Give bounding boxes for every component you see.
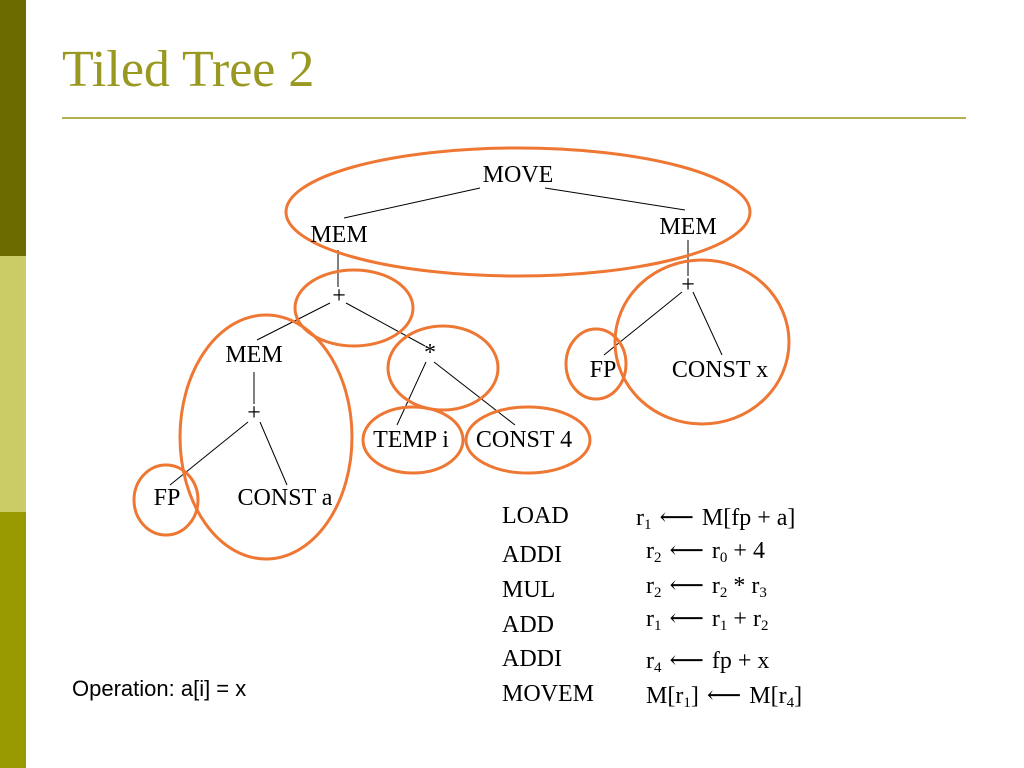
node-plus-inner: + [247, 400, 261, 426]
node-plus-left: + [332, 283, 346, 309]
asm-dest-sub: 1 [644, 517, 652, 533]
node-const-x: CONST x [672, 357, 768, 383]
asm-op-mul: MUL [502, 577, 556, 603]
tile-const4 [464, 405, 592, 475]
node-const-a: CONST a [238, 485, 333, 511]
sidebar-segment-middle [0, 256, 26, 512]
asm-dest-sub: 1 [683, 695, 691, 711]
node-mem-inner: MEM [225, 342, 282, 368]
asm-dest-close: ] [690, 683, 699, 709]
tile-outlines [132, 146, 791, 561]
asm-dest: r [636, 505, 644, 531]
tile-temp [361, 405, 465, 475]
asm-rest: ] [794, 683, 803, 709]
asm-src: r [711, 538, 720, 564]
asm-dest: M[r [646, 683, 684, 709]
edge-plusright-fp [603, 291, 683, 356]
asm-expr-mul: r2 ⟵ r2 * r3 [646, 571, 767, 602]
asm-src: M[r [749, 683, 787, 709]
node-mem-right: MEM [659, 214, 716, 240]
asm-rhs: M[fp + a] [701, 505, 796, 531]
asm-op-addi-2: ADDI [502, 646, 562, 672]
operation-caption: Operation: a[i] = x [72, 676, 247, 701]
asm-dest-sub: 2 [654, 585, 662, 601]
asm-dest-sub: 1 [654, 618, 662, 634]
asm-dest: r [646, 606, 654, 632]
tile-mem-right [613, 258, 791, 426]
asm-src2-sub: 2 [760, 618, 769, 634]
assign-arrow-icon: ⟵ [669, 573, 704, 599]
edge-plusright-constx [692, 291, 723, 356]
asm-src2-sub: 3 [759, 585, 767, 601]
asm-op-movem: MOVEM [502, 681, 595, 707]
title-underline [62, 117, 966, 119]
asm-src-sub: 1 [719, 618, 728, 634]
tile-fp-right [564, 327, 628, 401]
asm-dest: r [646, 648, 654, 674]
node-temp-i: TEMP i [373, 427, 449, 453]
node-fp-inner: FP [154, 485, 181, 511]
edge-mul-const4 [433, 361, 516, 426]
asm-op-add: ADD [502, 612, 554, 638]
sidebar-segment-top [0, 0, 26, 256]
assign-arrow-icon: ⟵ [659, 505, 694, 531]
asm-expr-addi: r2 ⟵ r0 + 4 [646, 536, 765, 567]
tile-plus-left [293, 268, 415, 348]
asm-expr-movem: M[r1] ⟵ M[r4] [646, 681, 802, 712]
asm-mid: * r [727, 573, 760, 599]
node-plus-right: + [681, 272, 695, 298]
asm-src-sub: 2 [719, 585, 728, 601]
edge-plus-mul [345, 302, 426, 347]
sidebar-segment-bottom [0, 512, 26, 768]
asm-dest: r [646, 573, 654, 599]
tile-move [284, 146, 752, 278]
edge-mul-temp [396, 361, 427, 426]
node-move: MOVE [483, 162, 554, 188]
asm-dest: r [646, 538, 654, 564]
asm-expr-addi-2: r4 ⟵ fp + x [646, 646, 769, 677]
edge-move-memright [544, 187, 686, 211]
node-mul: * [424, 340, 436, 366]
assign-arrow-icon: ⟵ [669, 606, 704, 632]
edge-move-memleft [343, 187, 481, 219]
assign-arrow-icon: ⟵ [706, 683, 742, 709]
asm-dest-sub: 2 [654, 550, 662, 566]
asm-dest-sub: 4 [654, 660, 662, 676]
node-fp-right: FP [590, 357, 617, 383]
asm-expr-add: r1 ⟵ r1 + r2 [646, 604, 768, 635]
asm-op-load: LOAD [502, 503, 569, 529]
asm-op-addi: ADDI [502, 542, 562, 568]
asm-src-sub: 0 [719, 550, 728, 566]
tile-mem-inner [178, 313, 354, 561]
asm-mid: + r [727, 606, 761, 632]
edge-plusinner-consta [259, 421, 288, 486]
asm-src: r [711, 573, 720, 599]
asm-src-sub: 4 [786, 695, 795, 711]
node-labels: MOVE MEM MEM + + MEM * + FP CONST a TEMP… [154, 162, 768, 511]
asm-rest: + 4 [727, 538, 765, 564]
asm-rhs: fp + x [711, 648, 770, 674]
tree-edges [169, 187, 723, 486]
tile-mul [386, 324, 500, 412]
node-const-4: CONST 4 [476, 427, 572, 453]
asm-src: r [711, 606, 720, 632]
tile-fp-inner [132, 463, 200, 537]
asm-expr-load: r1 ⟵ M[fp + a] [636, 503, 795, 534]
slide-title: Tiled Tree 2 [62, 41, 315, 98]
node-mem-left: MEM [310, 222, 367, 248]
assign-arrow-icon: ⟵ [669, 648, 704, 674]
assign-arrow-icon: ⟵ [669, 538, 704, 564]
